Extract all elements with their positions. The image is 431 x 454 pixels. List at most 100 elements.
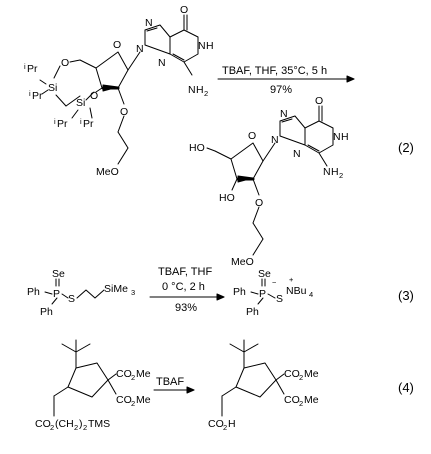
atom-label: HO <box>189 142 205 154</box>
reaction-3-reactant: Se P S Ph Ph SiMe 3 <box>27 268 135 318</box>
atom-label: N <box>136 43 144 55</box>
atom-label: H <box>228 418 236 430</box>
atom-label: i <box>80 117 82 126</box>
reaction-conditions: TBAF, THF, 35°C, 5 h <box>222 65 327 77</box>
atom-label: Pr <box>57 118 68 130</box>
bond <box>71 109 79 119</box>
arrow-head <box>216 293 225 301</box>
atom-label: 2 <box>83 423 87 432</box>
atom-label: 2 <box>299 399 303 408</box>
bond <box>252 238 264 256</box>
reaction-conditions: TBAF, THF <box>158 266 212 278</box>
reaction-number: (4) <box>398 380 414 395</box>
atom-label: S <box>276 293 283 305</box>
bond <box>117 147 129 165</box>
bond <box>252 222 264 240</box>
bond <box>127 51 141 71</box>
atom-label: Ph <box>27 286 40 298</box>
atom-label: 2 <box>204 89 208 98</box>
atom-label: Pr <box>32 90 43 102</box>
atom-label: 2 <box>299 373 303 382</box>
bond <box>39 79 47 85</box>
atom-label: 2 <box>131 399 135 408</box>
atom-label: O <box>120 106 128 118</box>
bond <box>235 362 277 398</box>
atom-label: ) <box>79 418 83 430</box>
atom-label: Se <box>52 268 65 280</box>
atom-label: Ph <box>233 286 246 298</box>
bond <box>183 61 193 76</box>
bond <box>117 87 125 105</box>
atom-label: Pr <box>83 118 94 130</box>
atom-label: N <box>333 131 341 143</box>
bond <box>89 107 93 119</box>
bond <box>206 147 216 152</box>
atom-label: S <box>68 293 75 305</box>
bond <box>55 94 67 107</box>
atom-label: HO <box>219 192 235 204</box>
bond <box>221 386 237 397</box>
atom-label: 2 <box>50 423 54 432</box>
bond <box>252 178 260 196</box>
bond <box>257 297 264 305</box>
reaction-2-reactant: O N N N H N N H 2 O O O O Si Si i Pr i P… <box>24 4 214 178</box>
bond <box>262 142 276 162</box>
atom-label: Si <box>48 82 57 94</box>
atom-label: N <box>323 166 331 178</box>
atom-label: O <box>180 4 188 16</box>
atom-label: MeO <box>96 166 119 178</box>
atom-label: Me <box>304 394 319 406</box>
charge-label: + <box>289 275 294 284</box>
atom-label: O <box>113 39 121 51</box>
atom-label: CO <box>284 394 300 406</box>
reaction-4-reactant: CO 2 Me CO 2 Me CO 2 (CH 2 ) 2 TMS <box>35 339 151 432</box>
bond <box>107 373 117 381</box>
atom-label: CO <box>116 368 132 380</box>
atom-label: Ph <box>40 306 53 318</box>
atom-label: O <box>61 57 69 69</box>
bond <box>214 150 232 160</box>
atom-label: Si <box>76 97 85 109</box>
reaction-4-product: CO 2 Me CO 2 Me CO 2 H <box>208 339 319 432</box>
atom-label: 4 <box>309 290 313 299</box>
atom-label: CO <box>116 394 132 406</box>
bond <box>250 291 259 295</box>
bond <box>44 291 53 295</box>
atom-label: H <box>206 40 214 52</box>
bond <box>267 293 276 299</box>
bond <box>275 379 285 395</box>
bond <box>230 142 264 180</box>
arrow-head <box>346 75 355 83</box>
bond <box>117 115 125 133</box>
atom-label: 2 <box>339 171 343 180</box>
bond <box>243 343 259 353</box>
bond <box>95 87 103 93</box>
atom-label: N <box>198 40 206 52</box>
reaction-2-arrow: TBAF, THF, 35°C, 5 h 97% <box>217 65 355 96</box>
reaction-number: (2) <box>398 140 414 155</box>
atom-label: Me <box>136 368 151 380</box>
reaction-yield: 97% <box>270 84 292 96</box>
atom-label: N <box>271 134 279 146</box>
atom-label: 3 <box>131 288 135 297</box>
atom-label: N <box>188 84 196 96</box>
bond <box>172 53 185 61</box>
atom-label: H <box>341 131 349 143</box>
atom-label: P <box>259 288 266 300</box>
reaction-2-product: O N N N H N N H 2 O HO HO O MeO <box>189 95 349 268</box>
bond <box>85 91 95 101</box>
arrow-head <box>186 386 195 394</box>
bond <box>67 362 109 398</box>
bond <box>41 89 49 95</box>
atom-label: Pr <box>27 63 38 75</box>
atom-label: N <box>145 17 153 29</box>
bond <box>304 120 334 154</box>
reaction-3-arrow: TBAF, THF 0 °C, 2 h 93% <box>149 266 225 314</box>
bond <box>51 297 58 305</box>
bond <box>79 59 97 69</box>
bond <box>95 51 129 89</box>
bond <box>307 144 320 152</box>
bond <box>61 343 77 353</box>
atom-label: H <box>331 166 339 178</box>
